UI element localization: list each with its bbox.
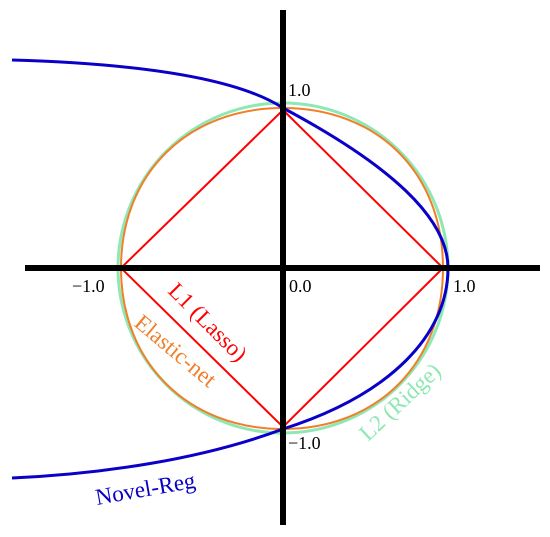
label-novel-reg: Novel-Reg <box>94 468 198 510</box>
label-l2-ridge: L2 (Ridge) <box>354 358 445 446</box>
tick-label-y-neg: −1.0 <box>288 433 321 453</box>
tick-label-x-pos: 1.0 <box>453 276 476 296</box>
tick-label-origin: 0.0 <box>289 276 312 296</box>
tick-label-y-pos: 1.0 <box>288 80 311 100</box>
tick-label-x-neg: −1.0 <box>72 276 105 296</box>
